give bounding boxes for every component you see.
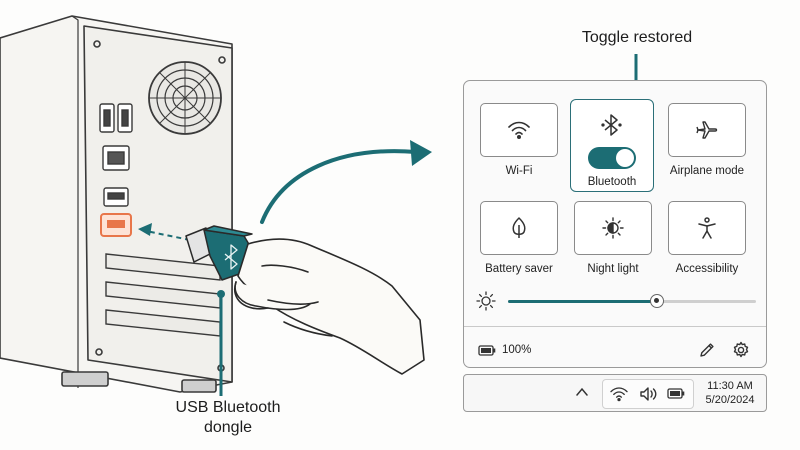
curved-arrow (260, 140, 432, 224)
tile-night-light[interactable]: Night light (570, 201, 656, 275)
clock-date: 5/20/2024 (705, 394, 755, 406)
tile-airplane-box[interactable] (668, 103, 746, 157)
pencil-icon[interactable] (698, 341, 716, 359)
battery-percent: 100% (502, 344, 532, 356)
expansion-slots (105, 253, 221, 337)
brightness-icon (476, 291, 496, 311)
taskbar: 11:30 AM 5/20/2024 (463, 374, 767, 412)
system-tray-group[interactable] (602, 379, 694, 409)
brightness-slider-thumb[interactable] (649, 294, 664, 308)
night-light-icon (602, 217, 624, 239)
airplane-icon (696, 121, 718, 139)
tile-airplane-mode[interactable]: Airplane mode (664, 103, 750, 177)
brightness-slider-track[interactable] (508, 294, 756, 308)
battery-icon (667, 388, 685, 399)
bluetooth-icon (601, 114, 622, 136)
tile-night-light-label: Night light (587, 263, 639, 275)
tile-bluetooth-label: Bluetooth (587, 176, 637, 188)
tile-wifi[interactable]: Wi-Fi (476, 103, 562, 177)
tile-battery-saver[interactable]: Battery saver (476, 201, 562, 275)
tile-night-light-box[interactable] (574, 201, 652, 255)
clock-time: 11:30 AM (707, 380, 753, 392)
hand-holding-dongle (233, 238, 425, 375)
brightness-control (476, 289, 760, 313)
insertion-arrow (138, 223, 191, 241)
battery-readout: 100% (478, 344, 531, 356)
tile-accessibility-box[interactable] (668, 201, 746, 255)
rear-io-ports (99, 103, 133, 237)
clock[interactable]: 11:30 AM 5/20/2024 (696, 379, 764, 407)
panel-divider (464, 326, 766, 327)
tile-battery-saver-box[interactable] (480, 201, 558, 255)
volume-icon (640, 387, 657, 401)
tile-accessibility-label: Accessibility (675, 263, 739, 275)
gear-icon[interactable] (732, 341, 750, 359)
tile-wifi-box[interactable] (480, 103, 558, 157)
wifi-icon (508, 121, 530, 140)
tile-accessibility[interactable]: Accessibility (664, 201, 750, 275)
tile-wifi-label: Wi-Fi (505, 165, 533, 177)
bluetooth-toggle[interactable] (588, 147, 636, 169)
callout-usb-dongle: USB Bluetooth dongle (175, 399, 281, 436)
accessibility-icon (698, 217, 716, 239)
chevron-up-icon[interactable] (576, 387, 588, 397)
bluetooth-toggle-knob (616, 149, 634, 167)
tile-airplane-label: Airplane mode (669, 165, 745, 177)
tile-bluetooth[interactable]: Bluetooth (570, 99, 654, 192)
fan-grill-icon (148, 61, 222, 135)
brightness-slider-fill (508, 300, 657, 303)
wifi-icon (610, 387, 628, 402)
tile-battery-saver-label: Battery saver (485, 263, 553, 275)
callout-toggle-restored: Toggle restored (581, 29, 693, 46)
battery-saver-icon (512, 217, 526, 238)
quick-settings-panel: Wi-Fi Bluetooth Airplane mode Battery sa… (463, 80, 767, 368)
battery-icon (478, 344, 496, 356)
